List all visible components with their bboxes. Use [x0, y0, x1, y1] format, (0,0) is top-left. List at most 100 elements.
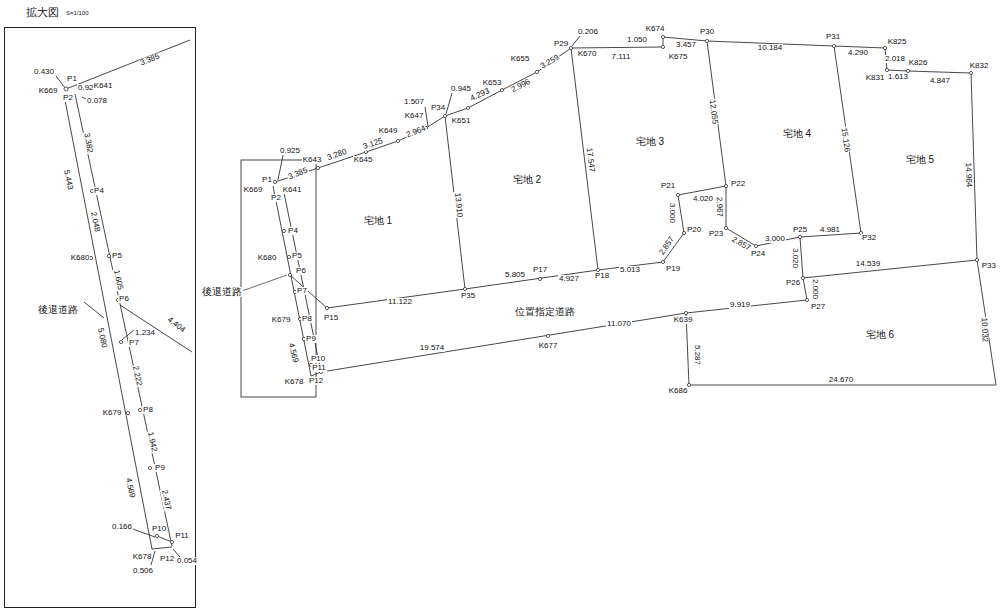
point-label: P8 [142, 406, 154, 414]
point-label: K639 [673, 316, 694, 324]
dimension-label: 1.613 [887, 73, 909, 81]
point-label: P27 [810, 303, 826, 311]
point-label: P33 [981, 262, 997, 270]
point-label: K651 [451, 117, 472, 125]
point-label: P9 [305, 335, 317, 343]
dimension-label: 10.032 [979, 317, 988, 344]
dimension-label: 4.569 [286, 341, 299, 364]
point-label: P10 [310, 355, 326, 363]
dimension-label: 12.055 [707, 98, 718, 125]
dimension-label: 3.385 [286, 166, 309, 182]
point-label: K641 [282, 186, 303, 194]
point-label: P21 [660, 182, 676, 190]
dimension-label: 9.919 [729, 301, 751, 309]
point-label: P18 [594, 272, 610, 280]
area-label: 宅地 3 [635, 137, 665, 147]
point-label: K679 [271, 316, 292, 324]
dimension-label: 1.050 [626, 36, 648, 44]
point-label: P32 [861, 234, 877, 242]
dimension-label: 11.122 [387, 298, 413, 306]
point-label: K679 [102, 409, 123, 417]
point-label: K831 [865, 74, 886, 82]
area-label: 後退道路 [37, 305, 79, 315]
point-label: K677 [538, 342, 559, 350]
dimension-label: 11.070 [606, 320, 632, 328]
dimension-label: 0.430 [33, 68, 55, 76]
dimension-label: 2.222 [131, 364, 143, 387]
point-label: K653 [482, 79, 503, 87]
dimension-label: 3.280 [325, 147, 348, 162]
point-label: K825 [887, 38, 908, 46]
point-label: K826 [908, 59, 929, 67]
point-label: K680 [70, 254, 91, 262]
point-label: P17 [532, 266, 548, 274]
area-label: 宅地 4 [782, 129, 812, 139]
point-label: P4 [93, 187, 105, 195]
dimension-label: 4.404 [165, 315, 187, 335]
point-label: P30 [699, 28, 715, 36]
point-label: P4 [287, 227, 299, 235]
area-label: 位置指定道路 [514, 307, 576, 317]
inset-title: 拡大図 [25, 7, 60, 18]
dimension-label: 13.910 [453, 191, 464, 218]
dimension-label: 24.670 [828, 376, 854, 384]
dimension-label: 19.574 [419, 344, 445, 352]
dimension-label: 3.020 [791, 247, 799, 269]
point-label: K669 [243, 186, 264, 194]
dimension-label: 1.605 [112, 268, 124, 291]
dimension-label: 3.259 [538, 53, 561, 71]
point-label: K641 [93, 82, 114, 90]
dimension-label: 14.539 [855, 260, 881, 268]
dimension-label: 2.437 [160, 488, 172, 511]
point-label: P11 [174, 532, 190, 540]
point-label: P20 [686, 226, 702, 234]
area-label: 宅地 5 [905, 155, 935, 165]
dimension-label: 10.184 [757, 44, 783, 52]
point-label: P26 [785, 279, 801, 287]
dimension-label: 5.287 [693, 344, 701, 366]
point-label: P12 [308, 377, 324, 385]
point-label: P15 [323, 314, 339, 322]
dimension-label: 4.290 [847, 49, 869, 57]
point-label: P22 [730, 180, 746, 188]
dimension-label: 0.945 [450, 85, 472, 93]
dimension-label: 2.964 [404, 124, 427, 140]
dimension-label: 0.078 [86, 97, 108, 105]
dimension-label: 3.125 [361, 137, 384, 151]
dimension-label: 15.126 [839, 126, 851, 153]
point-label: K678 [132, 553, 153, 561]
dimension-label: 0.206 [577, 28, 599, 36]
point-label: K670 [577, 50, 598, 58]
dimension-label: 0.925 [279, 147, 301, 155]
point-label: P7 [296, 287, 308, 295]
dimension-label: 3.382 [82, 131, 94, 154]
dimension-label: 1.234 [134, 329, 156, 337]
dimension-label: 1.507 [403, 98, 425, 106]
dimension-label: 0.506 [132, 567, 154, 575]
point-label: P1 [66, 75, 78, 83]
point-label: P6 [295, 267, 307, 275]
point-label: P24 [750, 250, 766, 258]
dimension-label: 2.996 [509, 77, 532, 94]
dimension-label: 3.000 [668, 202, 676, 224]
point-label: P10 [151, 525, 167, 533]
point-label: K649 [378, 127, 399, 135]
dimension-label: 3.457 [675, 41, 697, 49]
point-label: P35 [460, 292, 476, 300]
point-label: P23 [708, 230, 724, 238]
point-label: P31 [825, 33, 841, 41]
dimension-label: 5.080 [96, 326, 108, 349]
dimension-label: 5.013 [619, 266, 641, 274]
dimension-label: 4.569 [124, 476, 136, 499]
point-label: K643 [302, 156, 323, 164]
point-label: K655 [510, 55, 531, 63]
dimension-label: 4.020 [692, 195, 714, 203]
point-label: P25 [792, 226, 808, 234]
point-label: P6 [118, 295, 130, 303]
dimension-label: 3.385 [138, 52, 161, 68]
dimension-label: 2.000 [811, 278, 819, 300]
point-label: P9 [154, 464, 166, 472]
area-label: 宅地 6 [865, 330, 895, 340]
dimension-label: 4.981 [819, 226, 841, 234]
